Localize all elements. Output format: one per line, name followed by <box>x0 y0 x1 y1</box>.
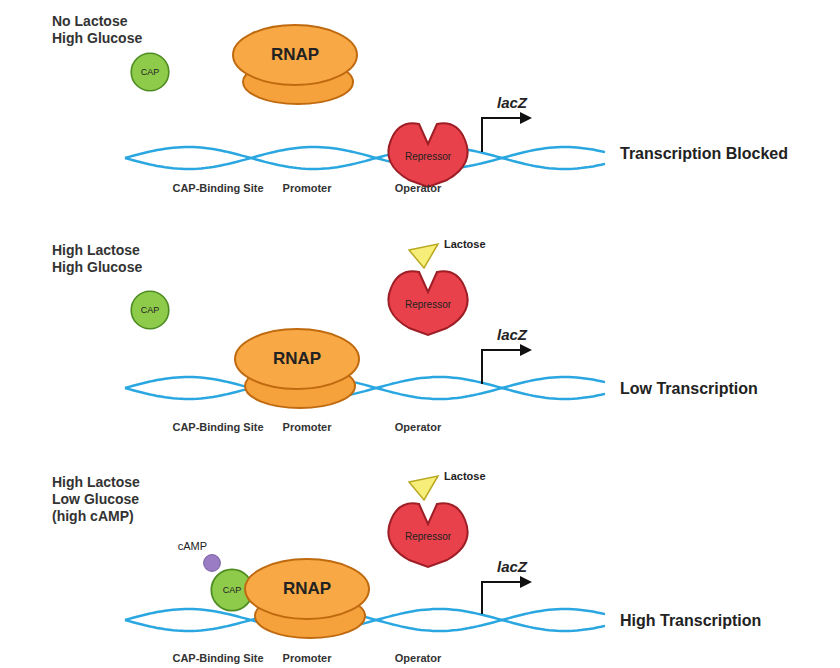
rna-polymerase: RNAP <box>242 556 372 641</box>
node-label: RNAP <box>271 45 319 65</box>
camp-outline <box>203 554 221 572</box>
rnap-outline <box>242 556 372 641</box>
dna-region-label: Promoter <box>283 182 332 194</box>
condition-heading: No Lactose High Glucose <box>52 13 152 47</box>
dna-strand <box>125 147 605 169</box>
dna-region-label: CAP-Binding Site <box>172 182 263 194</box>
node-label: RNAP <box>273 349 321 369</box>
outcome-label: High Transcription <box>620 612 761 630</box>
gene-name: lacZ <box>497 558 527 575</box>
node-label: Repressor <box>405 151 451 162</box>
molecule-label: Lactose <box>444 470 486 482</box>
cap-protein: CAP <box>130 52 170 92</box>
condition-heading: High Lactose High Glucose <box>52 242 152 276</box>
dna-region-label: CAP-Binding Site <box>172 421 263 433</box>
node-label: Repressor <box>405 299 451 310</box>
rnap-outline <box>230 22 360 107</box>
transcription-arrow <box>482 118 522 614</box>
dna-strand <box>125 377 605 399</box>
arrow-head <box>520 112 532 588</box>
cap-protein: CAP <box>130 290 170 330</box>
dna-region-label: CAP-Binding Site <box>172 652 263 664</box>
outcome-label: Transcription Blocked <box>620 145 788 163</box>
node-label: CAP <box>223 585 242 595</box>
node-label: CAP <box>141 305 160 315</box>
rna-polymerase: RNAP <box>232 326 362 411</box>
molecule-label: Lactose <box>444 238 486 250</box>
rnap-outline <box>232 326 362 411</box>
dna-helix <box>125 147 605 631</box>
outcome-label: Low Transcription <box>620 380 758 398</box>
gene-name: lacZ <box>497 94 527 111</box>
node-label: RNAP <box>283 579 331 599</box>
dna-region-label: Operator <box>395 182 441 194</box>
dna-region-label: Operator <box>395 421 441 433</box>
dna-strand <box>125 147 605 169</box>
repressor-protein: Repressor <box>383 498 473 568</box>
repressor-protein: Repressor <box>383 118 473 188</box>
rna-polymerase: RNAP <box>230 22 360 107</box>
dna-region-label: Promoter <box>283 421 332 433</box>
gene-name: lacZ <box>497 326 527 343</box>
camp-molecule: cAMP <box>203 554 221 572</box>
dna-strand <box>125 377 605 399</box>
node-label: cAMP <box>178 540 207 552</box>
condition-heading: High Lactose Low Glucose (high cAMP) <box>52 474 152 525</box>
node-label: CAP <box>141 67 160 77</box>
node-label: Repressor <box>405 531 451 542</box>
dna-region-label: Operator <box>395 652 441 664</box>
repressor-protein: Repressor <box>383 266 473 336</box>
dna-region-label: Promoter <box>283 652 332 664</box>
